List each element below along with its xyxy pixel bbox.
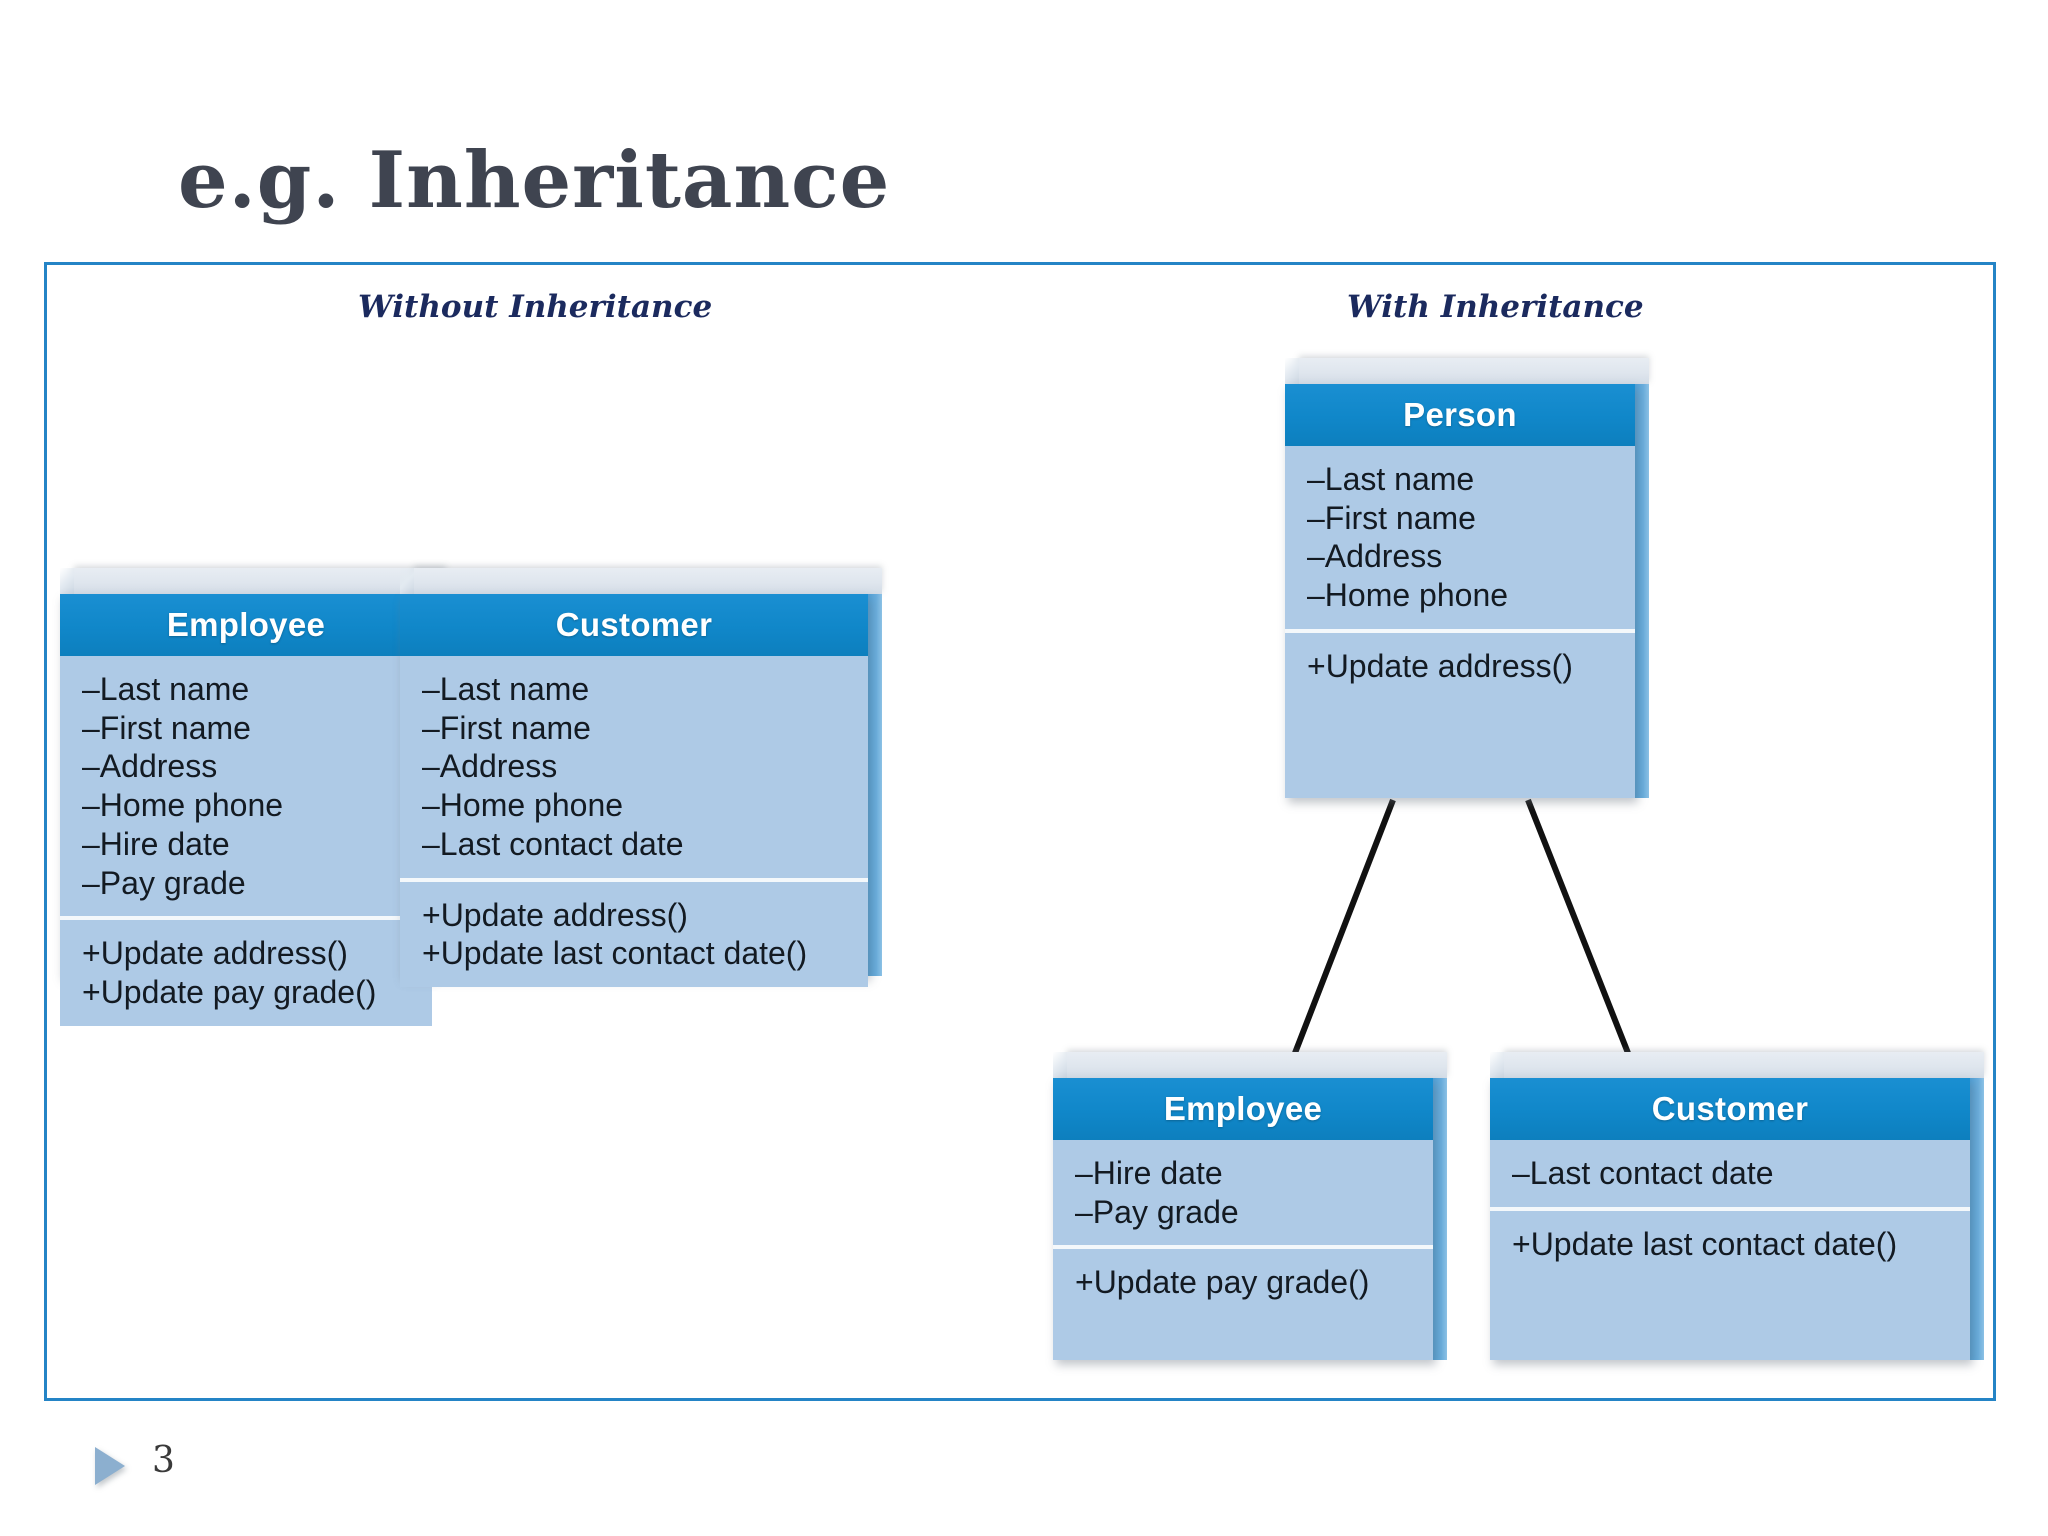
box-top-face xyxy=(1490,1052,1984,1078)
attribute-item: –Home phone xyxy=(1307,577,1509,614)
box-side-face xyxy=(868,594,882,976)
box-front-face: Customer –Last name –First name –Address… xyxy=(400,594,868,988)
box-top-face xyxy=(60,568,446,594)
attribute-item: –First name xyxy=(1307,499,1476,536)
box-top-face xyxy=(1285,358,1649,384)
class-box-employee-without[interactable]: Employee –Last name –First name –Address… xyxy=(60,568,446,1026)
attributes-compartment: –Last name –First name –Address –Home ph… xyxy=(1285,446,1635,629)
method-item: +Update address() xyxy=(422,896,688,933)
methods-compartment: +Update address() xyxy=(1285,628,1635,700)
method-item: +Update address() xyxy=(1307,647,1573,684)
methods-compartment: +Update pay grade() xyxy=(1053,1245,1433,1317)
page-number: 3 xyxy=(152,1440,175,1481)
method-item: +Update address() xyxy=(82,935,348,972)
box-side-face xyxy=(1970,1078,1984,1360)
attributes-compartment: –Last contact date xyxy=(1490,1140,1970,1207)
attributes-compartment: –Hire date –Pay grade xyxy=(1053,1140,1433,1246)
attribute-item: –Address xyxy=(422,748,558,785)
methods-compartment: +Update address() +Update pay grade() xyxy=(60,916,432,1026)
box-top-face xyxy=(1053,1052,1447,1078)
class-name-employee: Employee xyxy=(1053,1078,1433,1140)
attributes-compartment: –Last name –First name –Address –Home ph… xyxy=(60,656,432,917)
play-triangle-icon xyxy=(95,1447,125,1485)
attribute-item: –Home phone xyxy=(422,787,624,824)
class-name-employee: Employee xyxy=(60,594,432,656)
attribute-item: –Last contact date xyxy=(422,825,684,862)
attribute-item: –Last name xyxy=(1307,461,1475,497)
method-item: +Update last contact date() xyxy=(1512,1225,1898,1262)
attribute-item: –Pay grade xyxy=(1075,1193,1239,1230)
method-item: +Update last contact date() xyxy=(422,935,808,972)
attribute-item: –Hire date xyxy=(82,825,230,862)
attribute-item: –Home phone xyxy=(82,787,284,824)
class-box-customer-with[interactable]: Customer –Last contact date +Update last… xyxy=(1490,1052,1984,1360)
class-box-customer-without[interactable]: Customer –Last name –First name –Address… xyxy=(400,568,882,988)
attribute-item: –Hire date xyxy=(1075,1155,1223,1191)
attribute-item: –Last name xyxy=(422,671,590,707)
attribute-item: –Last contact date xyxy=(1512,1155,1774,1191)
heading-without-inheritance: Without Inheritance xyxy=(358,289,713,325)
box-front-face: Employee –Last name –First name –Address… xyxy=(60,594,432,1026)
method-item: +Update pay grade() xyxy=(1075,1264,1370,1301)
attribute-item: –Address xyxy=(82,748,218,785)
box-top-face xyxy=(400,568,882,594)
box-side-face xyxy=(1433,1078,1447,1360)
class-box-employee-with[interactable]: Employee –Hire date –Pay grade +Update p… xyxy=(1053,1052,1447,1360)
page-title: e.g. Inheritance xyxy=(178,135,891,226)
methods-compartment: +Update address() +Update last contact d… xyxy=(400,877,868,988)
box-side-face xyxy=(1635,384,1649,798)
box-front-face: Customer –Last contact date +Update last… xyxy=(1490,1078,1970,1360)
method-item: +Update pay grade() xyxy=(82,974,377,1011)
class-name-person: Person xyxy=(1285,384,1635,446)
attribute-item: –Pay grade xyxy=(82,864,246,901)
class-box-person[interactable]: Person –Last name –First name –Address –… xyxy=(1285,358,1649,798)
attributes-compartment: –Last name –First name –Address –Home ph… xyxy=(400,656,868,878)
class-name-customer: Customer xyxy=(400,594,868,656)
box-front-face: Employee –Hire date –Pay grade +Update p… xyxy=(1053,1078,1433,1360)
attribute-item: –Last name xyxy=(82,671,250,707)
class-name-customer: Customer xyxy=(1490,1078,1970,1140)
attribute-item: –First name xyxy=(422,709,591,746)
attribute-item: –Address xyxy=(1307,538,1443,575)
methods-compartment: +Update last contact date() xyxy=(1490,1206,1970,1278)
heading-with-inheritance: With Inheritance xyxy=(1347,289,1644,325)
attribute-item: –First name xyxy=(82,709,251,746)
box-front-face: Person –Last name –First name –Address –… xyxy=(1285,384,1635,798)
